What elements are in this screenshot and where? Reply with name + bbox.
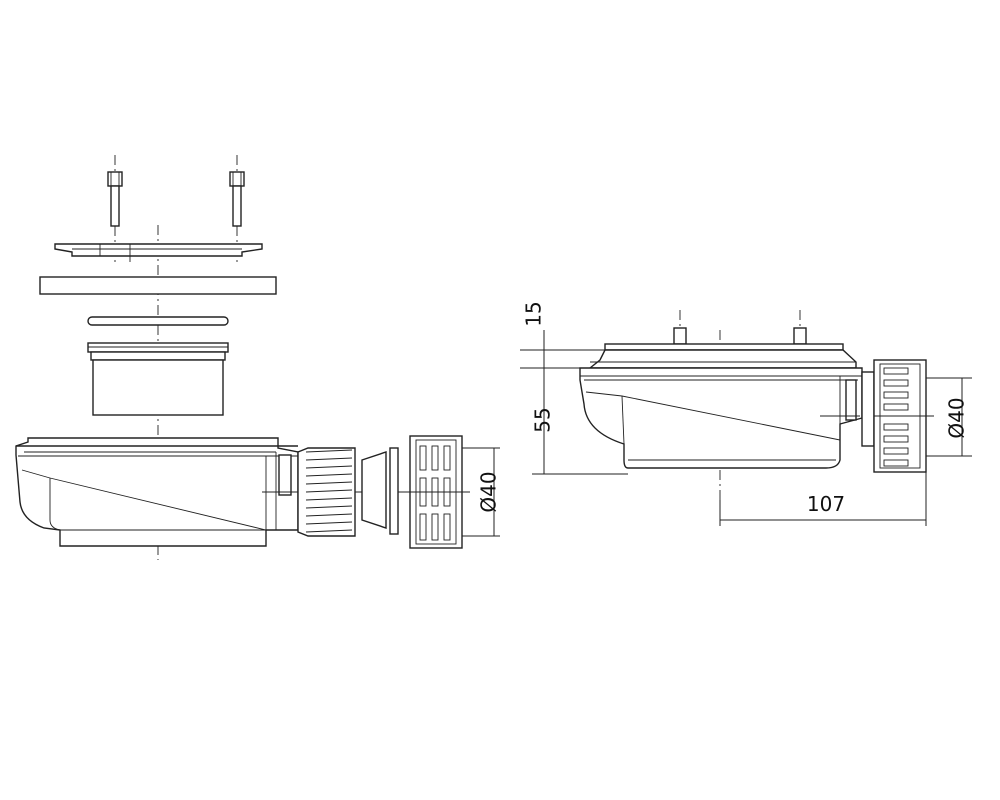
exploded-grating-slab [39, 276, 277, 295]
exploded-cover-plate [54, 243, 263, 262]
exploded-cone-seal [361, 451, 387, 529]
exploded-o-ring [87, 316, 229, 326]
assembled-drain-body [579, 367, 863, 469]
exploded-diameter-dimension: Ø40 [462, 447, 501, 537]
horizontal-length-label: 107 [807, 492, 845, 516]
body-height-dimension: 55 [531, 368, 628, 475]
exploded-trap-insert [87, 342, 229, 416]
exploded-diameter-label: Ø40 [477, 471, 501, 512]
assembled-screw-left [673, 327, 687, 345]
assembled-union-nut [861, 359, 934, 473]
body-height-label: 55 [531, 407, 555, 432]
exploded-union-nut [398, 435, 470, 549]
exploded-drain-body [15, 437, 300, 547]
assembled-diameter-label: Ø40 [945, 397, 969, 438]
horizontal-length-dimension: 107 [719, 472, 927, 526]
cover-height-dimension: 15 [520, 301, 605, 369]
assembled-view: 15 55 Ø40 107 [520, 301, 972, 526]
assembled-screw-right [793, 327, 807, 345]
exploded-view: Ø40 [15, 155, 501, 560]
assembled-diameter-dimension: Ø40 [926, 377, 972, 457]
cover-height-label: 15 [522, 301, 546, 326]
exploded-threaded-outlet [297, 447, 372, 537]
exploded-screw-right [229, 155, 245, 262]
exploded-flat-washer [389, 447, 399, 535]
assembled-cover-plate [588, 343, 857, 369]
